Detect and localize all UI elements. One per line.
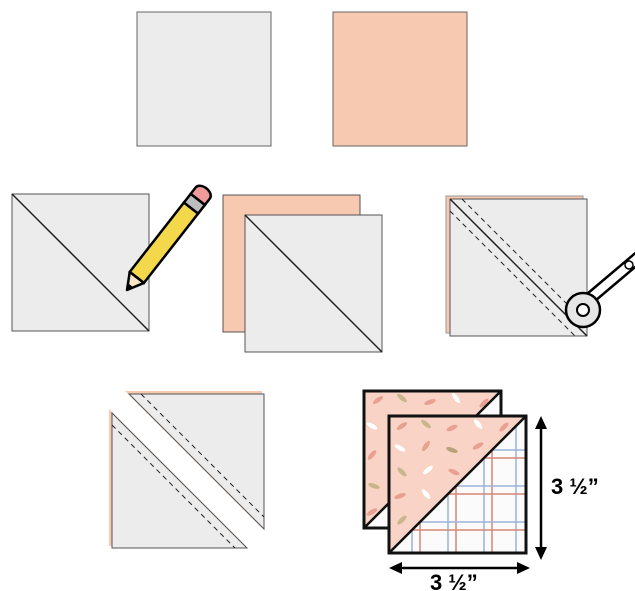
diagonal-line — [244, 214, 383, 353]
front-hst-unit — [387, 414, 528, 555]
upper-right-triangle — [125, 391, 265, 531]
diagonal-pencil-line — [11, 193, 150, 332]
peach-fabric-square — [332, 11, 468, 147]
height-dimension-label: 3 ½” — [551, 474, 599, 499]
pencil-icon — [125, 184, 212, 292]
step-4-sew-and-cut — [445, 195, 635, 337]
rotary-cutter-icon — [564, 251, 635, 329]
cut-line — [449, 198, 588, 337]
step-1-squares — [136, 11, 468, 147]
gray-fabric-square — [136, 11, 272, 147]
height-dimension: 3 ½” — [535, 416, 599, 560]
width-dimension-label: 3 ½” — [430, 570, 478, 591]
lower-left-triangle — [109, 409, 249, 549]
step-2-draw-diagonal — [11, 184, 212, 332]
step-5-separated-triangles — [109, 391, 265, 549]
step-6-finished-units: 3 ½” 3 ½” — [362, 389, 599, 591]
width-dimension: 3 ½” — [389, 562, 530, 591]
seam-line-lower — [449, 210, 576, 337]
step-3-layer-squares — [222, 194, 383, 353]
